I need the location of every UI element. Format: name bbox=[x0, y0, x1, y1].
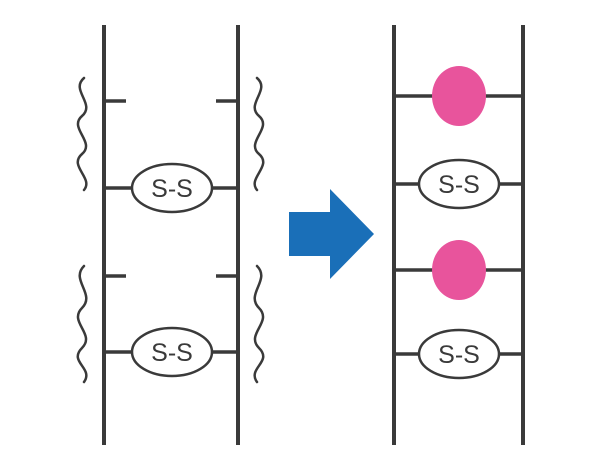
bond-oval bbox=[417, 328, 501, 380]
bond-oval bbox=[417, 158, 501, 210]
disulfide-bond: S-S bbox=[394, 158, 523, 210]
disulfide-bond: S-S bbox=[104, 326, 238, 378]
wavy-line-icon bbox=[253, 264, 265, 384]
bond-oval bbox=[130, 162, 214, 214]
wavy-line-icon bbox=[76, 264, 88, 384]
right-arrow-icon bbox=[289, 189, 374, 279]
new-bond bbox=[394, 240, 523, 300]
disulfide-bond: S-S bbox=[104, 162, 238, 214]
before-panel: S-S S-S bbox=[76, 25, 265, 445]
bond-label: S-S bbox=[438, 171, 480, 199]
wavy-line-icon bbox=[76, 76, 88, 192]
new-bond bbox=[394, 66, 523, 126]
new-bond-dot bbox=[432, 66, 486, 126]
new-bond-dot bbox=[432, 240, 486, 300]
disulfide-bond: S-S bbox=[394, 328, 523, 380]
bond-label: S-S bbox=[151, 175, 193, 203]
bond-label: S-S bbox=[438, 341, 480, 369]
after-panel: S-S S-S bbox=[392, 25, 525, 445]
wavy-line-icon bbox=[253, 76, 265, 192]
bond-oval bbox=[130, 326, 214, 378]
bond-label: S-S bbox=[151, 339, 193, 367]
